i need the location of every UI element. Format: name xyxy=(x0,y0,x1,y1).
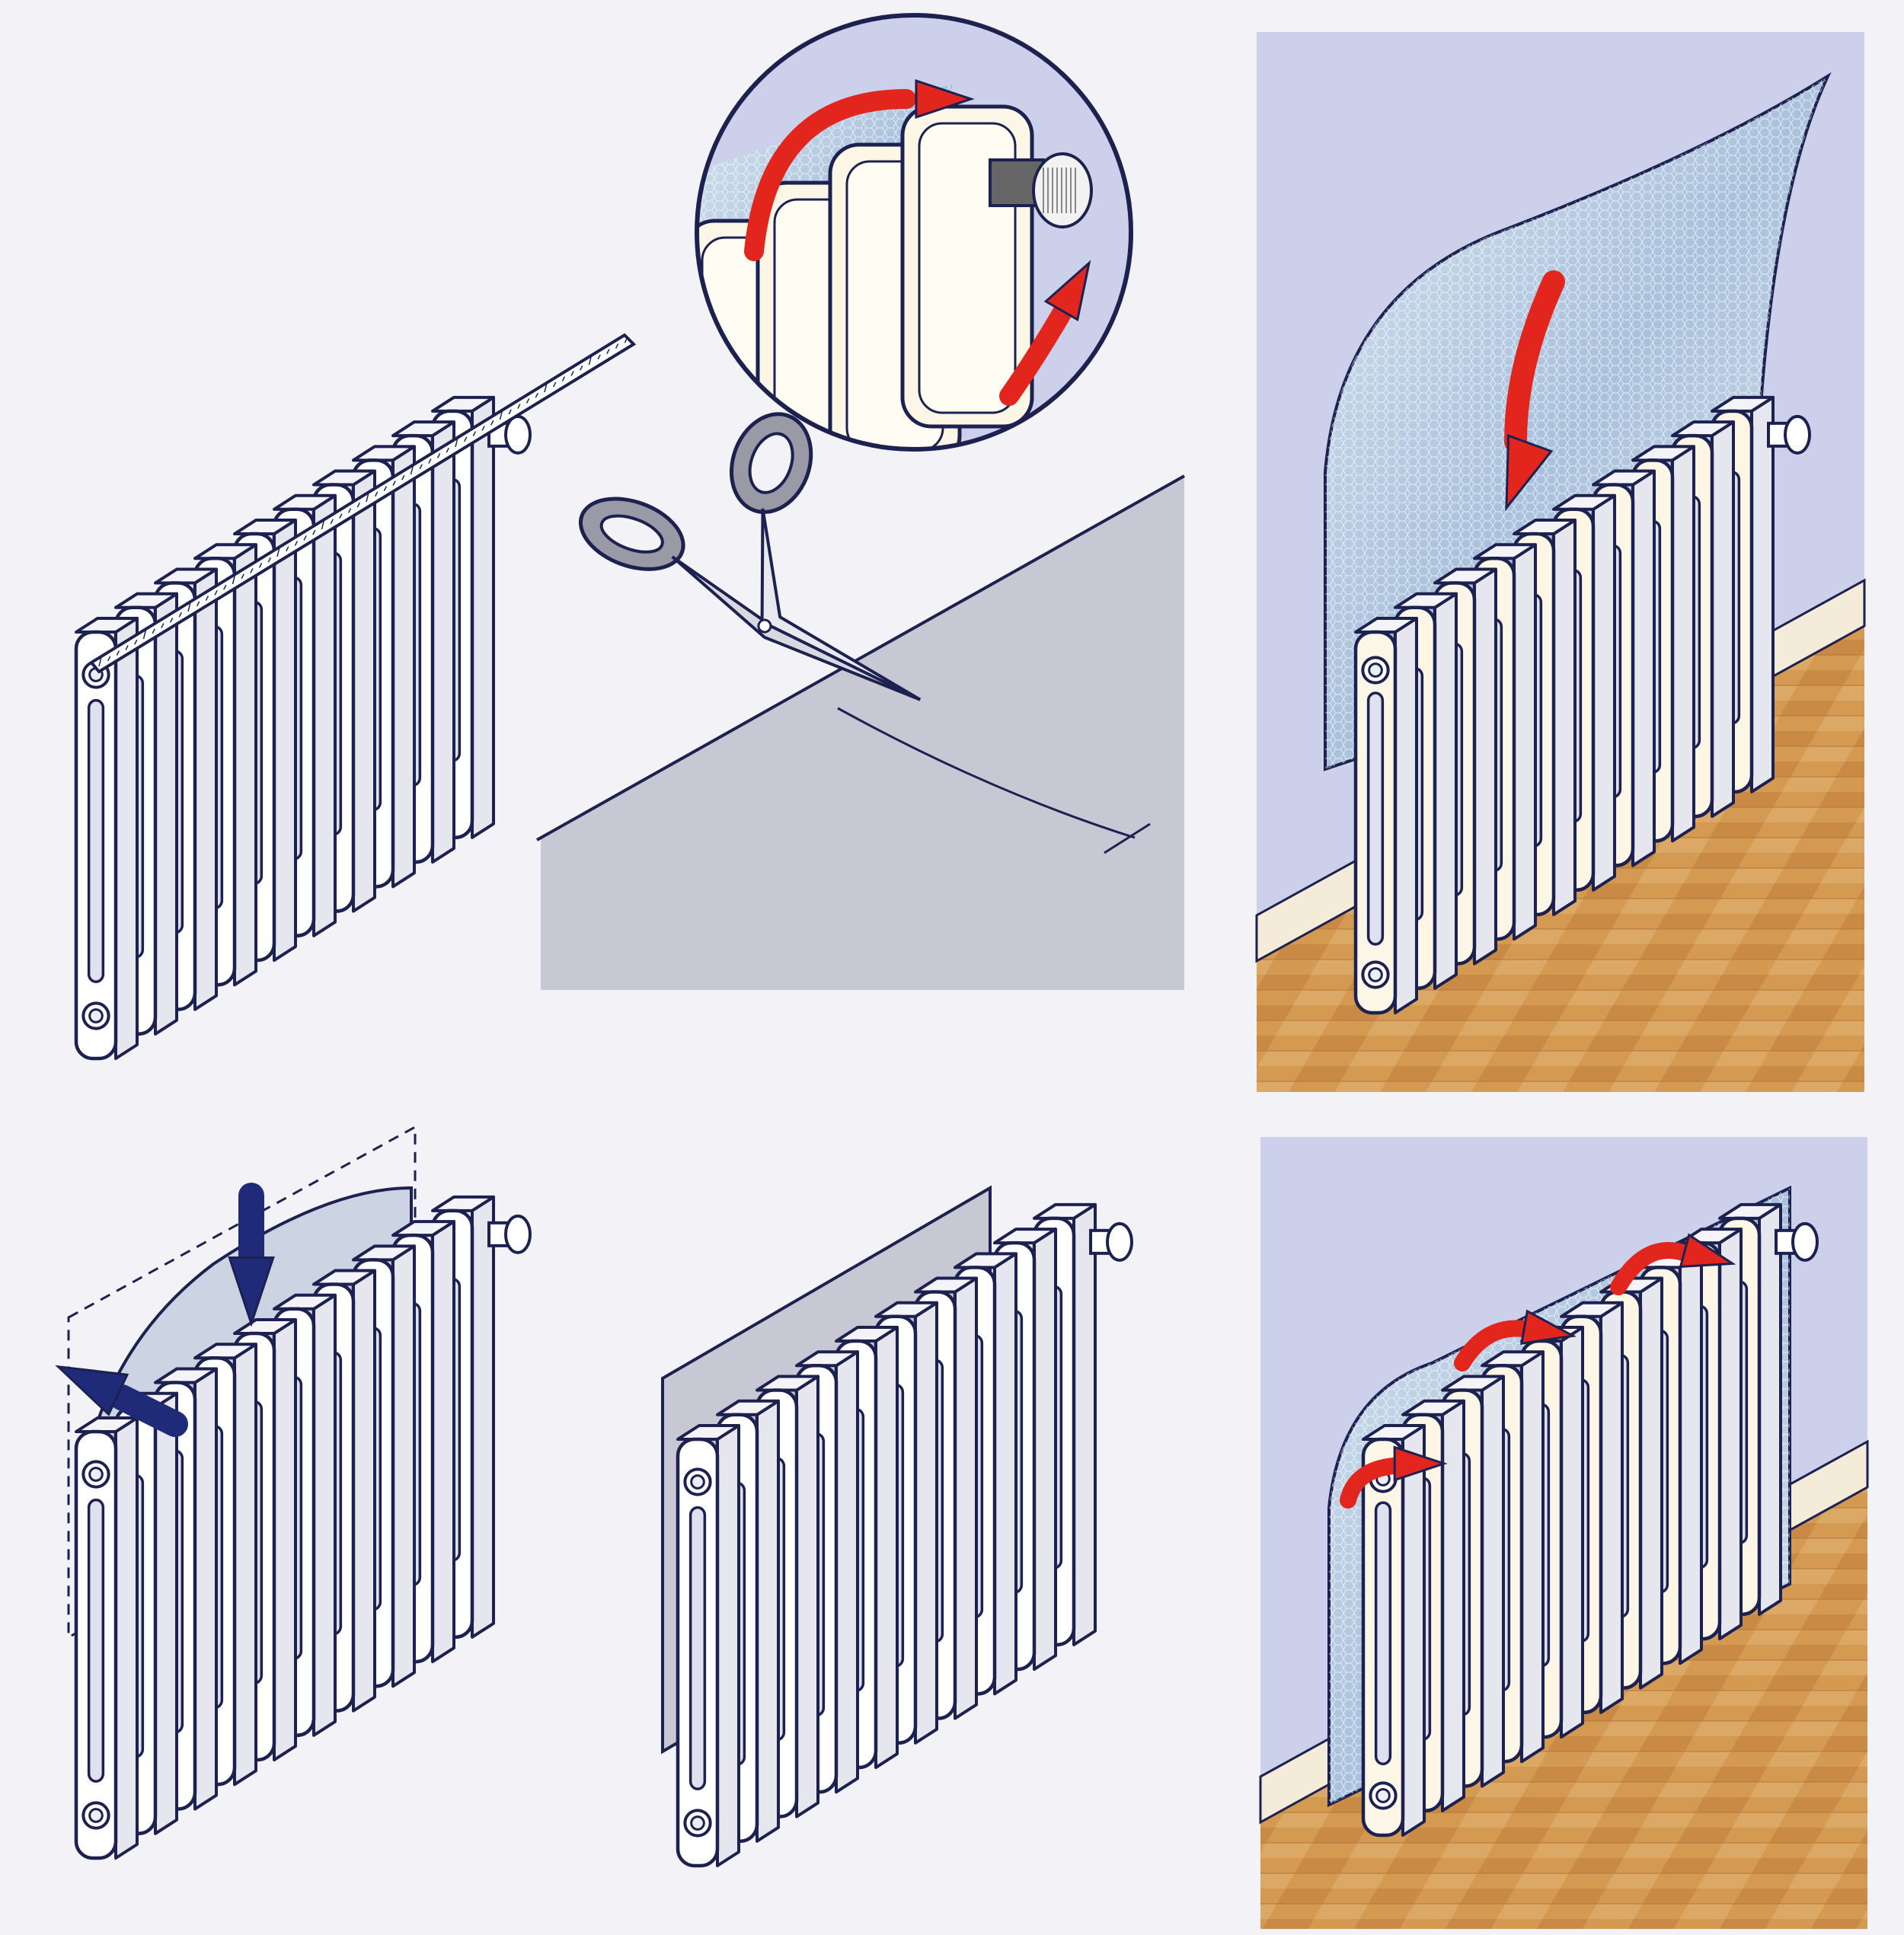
arrow-head xyxy=(228,1256,275,1327)
detail-circle-border xyxy=(695,13,1133,452)
heat-arrow-icon xyxy=(1340,1458,1402,1509)
valve-knob-icon xyxy=(1775,1221,1819,1262)
arrow-head xyxy=(1505,434,1554,512)
detail-content xyxy=(697,78,1093,449)
radiator-icon xyxy=(74,1195,532,1860)
panel-cut xyxy=(536,412,1185,990)
radiator-icon xyxy=(1361,1202,1819,1838)
scissor-blade xyxy=(760,508,922,701)
panel-fold xyxy=(55,1125,532,1860)
down-arrow-icon xyxy=(1504,270,1565,453)
valve-knob-icon xyxy=(1089,1221,1133,1262)
panel-measure xyxy=(74,333,637,1061)
arrow-head xyxy=(1679,1233,1736,1268)
scissor-pivot xyxy=(757,618,772,634)
arrow-head xyxy=(1393,1445,1448,1482)
scissors-icon xyxy=(578,412,922,701)
sheet-edge xyxy=(536,474,1185,841)
fold-arrow-icon xyxy=(109,1384,188,1437)
valve-knob-icon xyxy=(487,1214,532,1254)
valve-knob-icon xyxy=(989,152,1093,228)
heat-arrow-icon xyxy=(744,89,916,261)
arrow-head xyxy=(915,78,975,120)
heat-arrow-icon xyxy=(999,302,1072,406)
radiator-icon xyxy=(74,395,532,1061)
radiator-fin xyxy=(676,1424,740,1868)
radiator-fin xyxy=(74,1416,139,1860)
radiator-fin xyxy=(74,617,139,1061)
radiator-icon xyxy=(676,1202,1133,1868)
panel-detail xyxy=(695,13,1133,452)
radiator-icon xyxy=(1353,395,1811,1015)
panel-fit-sheet xyxy=(1255,32,1866,1092)
radiator-fin xyxy=(1361,1424,1426,1838)
cut-line xyxy=(837,707,1136,839)
arrow-head xyxy=(1043,260,1091,322)
insulation-sheet-icon xyxy=(541,476,1184,990)
arrow-head xyxy=(1520,1309,1577,1345)
heat-arrow-icon xyxy=(1610,1242,1692,1295)
radiator-fin xyxy=(1353,617,1418,1015)
arrow-head xyxy=(55,1365,129,1416)
panel-heat xyxy=(1259,1137,1869,1929)
measuring-tape-icon xyxy=(88,333,637,674)
panel-fitted xyxy=(661,1185,1133,1868)
heat-arrow-icon xyxy=(1454,1320,1532,1371)
valve-knob-icon xyxy=(1767,414,1811,455)
